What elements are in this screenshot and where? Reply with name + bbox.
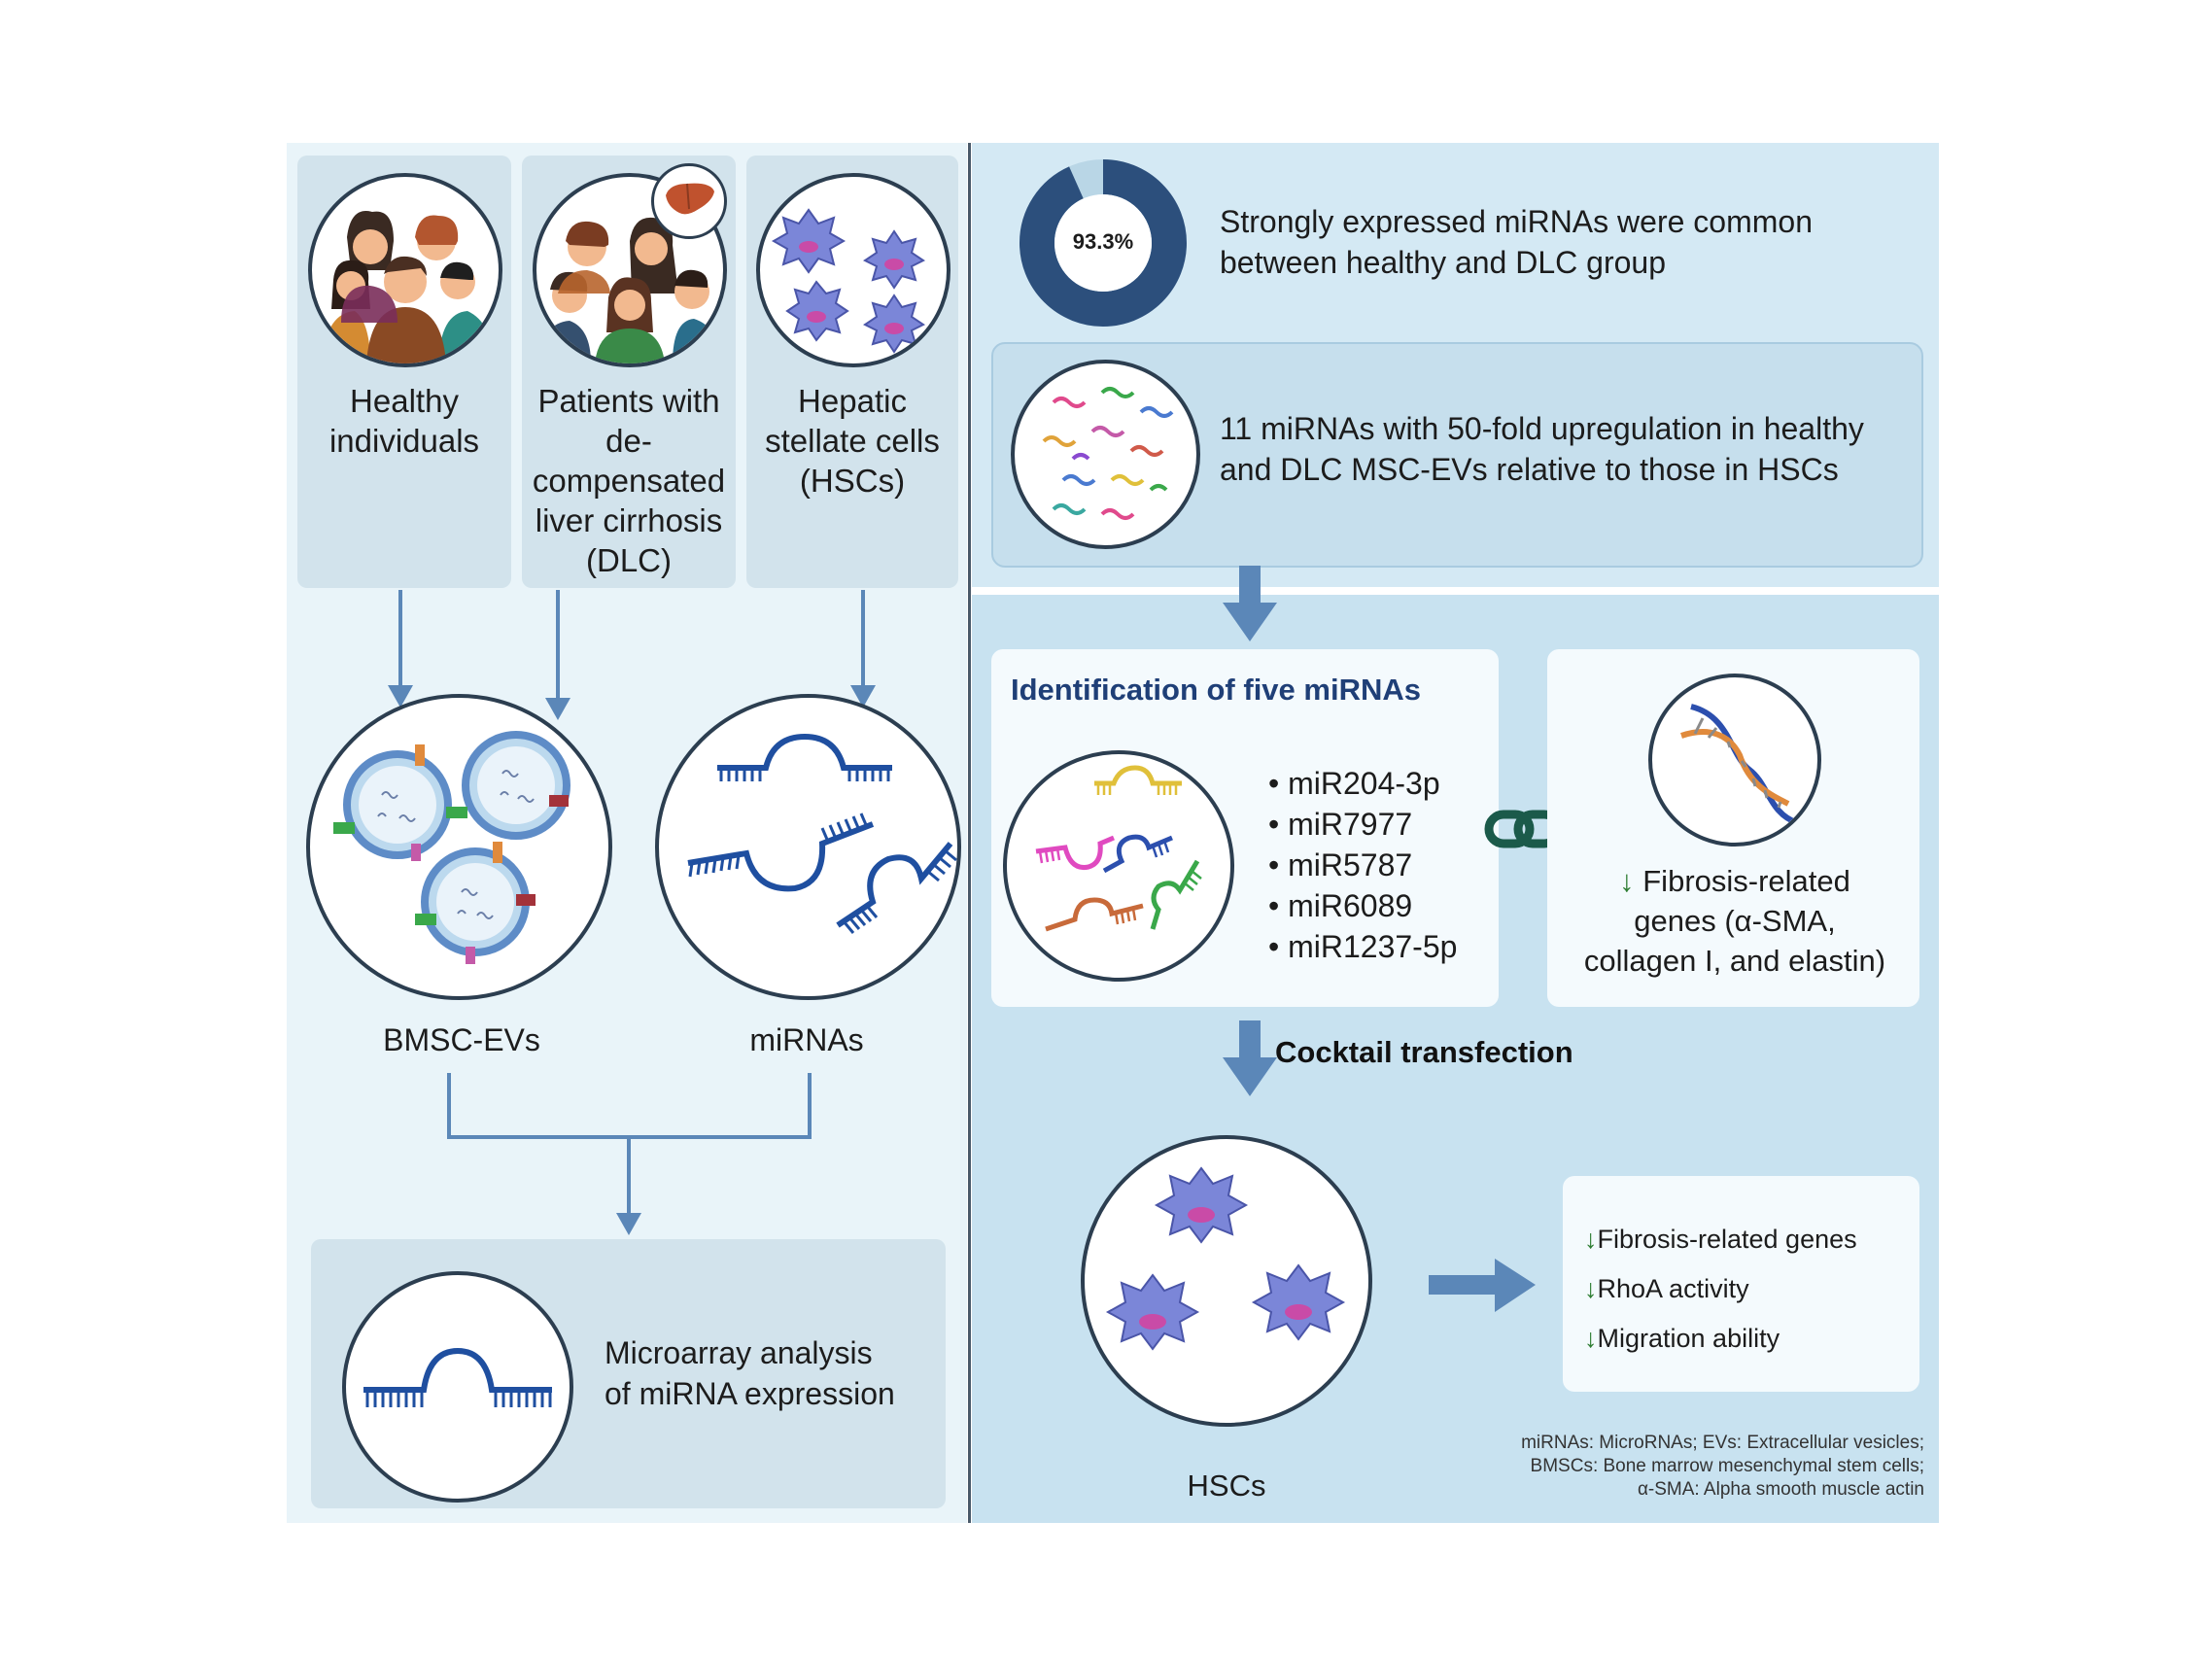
abbreviations: miRNAs: MicroRNAs; EVs: Extracellular ve… bbox=[1521, 1433, 1924, 1500]
common-line1: Strongly expressed miRNAs were common bbox=[1220, 204, 1813, 239]
healthy-people-icon bbox=[308, 173, 502, 367]
microarray-mirna-icon bbox=[342, 1271, 573, 1503]
mirna-item: • miR7977 bbox=[1268, 807, 1413, 842]
microarray-line1: Microarray analysis bbox=[605, 1335, 873, 1370]
bmsc-evs-label: BMSC-EVs bbox=[383, 1022, 540, 1057]
rna-strands-icon bbox=[1011, 360, 1200, 549]
healthy-label: Healthy individuals bbox=[328, 383, 480, 459]
vertical-divider bbox=[968, 143, 971, 1523]
fibrosis-text: ↓ Fibrosis-related genes (α-SMA, collage… bbox=[1574, 861, 1895, 981]
down-arrow-icon: ↓ bbox=[1584, 1225, 1598, 1254]
effects-box bbox=[1563, 1176, 1919, 1392]
effect-item: ↓Migration ability bbox=[1584, 1324, 1780, 1353]
hsc-label: Hepatic stellate cells (HSCs) bbox=[765, 383, 940, 499]
horizontal-divider bbox=[971, 587, 1939, 595]
down-arrow-icon: ↓ bbox=[1584, 1324, 1598, 1353]
liver-icon bbox=[651, 163, 727, 239]
effects-list: ↓Fibrosis-related genes ↓RhoA activity ↓… bbox=[1584, 1215, 1857, 1364]
down-arrow-icon: ↓ bbox=[1619, 864, 1643, 898]
hsc-cells-icon bbox=[1081, 1135, 1372, 1427]
fibrosis-line2: genes (α-SMA, bbox=[1634, 904, 1836, 938]
mirna-item: • miR204-3p bbox=[1268, 766, 1440, 801]
upregulation-line2: and DLC MSC-EVs relative to those in HSC… bbox=[1220, 452, 1839, 487]
identification-title: Identification of five miRNAs bbox=[1011, 673, 1421, 707]
common-line2: between healthy and DLC group bbox=[1220, 245, 1666, 280]
effect-item: ↓Fibrosis-related genes bbox=[1584, 1225, 1857, 1254]
stellate-cell-icon bbox=[756, 173, 950, 367]
extracellular-vesicle-icon bbox=[306, 694, 612, 1000]
mirna-item: • miR6089 bbox=[1268, 888, 1413, 923]
five-mirna-strands-icon bbox=[1003, 750, 1234, 982]
hsc-bottom-label: HSCs bbox=[1187, 1469, 1266, 1503]
donut-value: 93.3% bbox=[1072, 229, 1134, 254]
mirna-hairpin-icon bbox=[655, 694, 961, 1000]
donut-chart-icon bbox=[1020, 159, 1187, 327]
microarray-line2: of miRNA expression bbox=[605, 1376, 895, 1411]
upregulation-line1: 11 miRNAs with 50-fold upregulation in h… bbox=[1220, 411, 1864, 446]
cocktail-label: Cocktail transfection bbox=[1275, 1035, 1573, 1069]
dna-helix-icon bbox=[1648, 674, 1821, 847]
mirna-item: • miR1237-5p bbox=[1268, 929, 1458, 964]
fibrosis-line3: collagen I, and elastin) bbox=[1583, 944, 1886, 978]
mirnas-label: miRNAs bbox=[749, 1022, 864, 1057]
mirna-list: • miR204-3p • miR7977 • miR5787 • miR608… bbox=[1268, 763, 1457, 967]
fibrosis-line1: Fibrosis-related bbox=[1642, 864, 1850, 898]
mirna-item: • miR5787 bbox=[1268, 847, 1413, 882]
effect-item: ↓RhoA activity bbox=[1584, 1274, 1749, 1303]
down-arrow-icon: ↓ bbox=[1584, 1274, 1598, 1303]
patients-label: Patients with de-compensated liver cirrh… bbox=[532, 383, 726, 578]
